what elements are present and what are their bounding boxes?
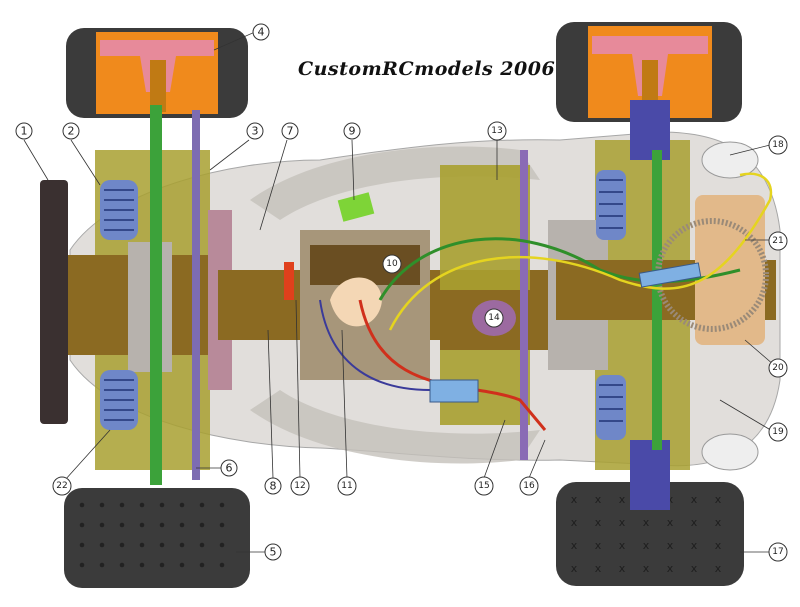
svg-text:x: x <box>595 562 602 575</box>
svg-text:5: 5 <box>270 546 277 559</box>
svg-text:x: x <box>595 493 602 506</box>
callout-17: 17 <box>768 542 788 562</box>
front-bumper <box>40 180 68 424</box>
svg-text:x: x <box>619 516 626 529</box>
svg-text:16: 16 <box>523 481 535 491</box>
callout-16: 16 <box>519 476 539 496</box>
svg-text:x: x <box>595 539 602 552</box>
svg-text:x: x <box>691 562 698 575</box>
blue-connector <box>429 379 479 403</box>
battery-pack <box>440 150 550 460</box>
svg-text:x: x <box>715 562 722 575</box>
svg-text:21: 21 <box>772 236 783 246</box>
callout-2: 2 <box>62 122 80 140</box>
svg-text:x: x <box>595 516 602 529</box>
callouts: 1 2 3 4 5 6 7 8 9 10 11 12 13 14 15 16 1… <box>15 23 788 562</box>
svg-text:x: x <box>619 493 626 506</box>
svg-text:x: x <box>667 493 674 506</box>
svg-text:x: x <box>571 539 578 552</box>
rear-upper-spring <box>596 170 626 240</box>
svg-text:4: 4 <box>258 26 265 39</box>
callout-22: 22 <box>52 476 72 496</box>
svg-text:1: 1 <box>21 125 28 138</box>
callout-14: 14 <box>484 308 504 328</box>
svg-text:x: x <box>691 516 698 529</box>
callout-20: 20 <box>768 358 788 378</box>
svg-text:x: x <box>643 539 650 552</box>
callout-21: 21 <box>768 231 788 251</box>
callout-5: 5 <box>264 543 282 561</box>
front-left-wheel-bottom <box>64 488 250 588</box>
svg-text:x: x <box>619 562 626 575</box>
svg-text:x: x <box>715 539 722 552</box>
svg-text:x: x <box>571 516 578 529</box>
svg-text:x: x <box>643 516 650 529</box>
watermark-text: CustomRCmodels 2006 <box>298 58 556 80</box>
svg-text:x: x <box>571 562 578 575</box>
callout-18: 18 <box>768 135 788 155</box>
svg-text:8: 8 <box>270 480 277 493</box>
svg-text:x: x <box>691 493 698 506</box>
svg-text:11: 11 <box>341 481 352 491</box>
callout-7: 7 <box>281 122 299 140</box>
svg-text:15: 15 <box>478 481 489 491</box>
callout-9: 9 <box>343 122 361 140</box>
svg-text:x: x <box>667 562 674 575</box>
svg-text:x: x <box>619 539 626 552</box>
svg-text:22: 22 <box>56 481 67 491</box>
callout-10: 10 <box>382 254 402 274</box>
svg-text:17: 17 <box>772 547 783 557</box>
svg-text:x: x <box>667 539 674 552</box>
svg-text:20: 20 <box>772 363 784 373</box>
wiring <box>319 172 773 431</box>
svg-text:x: x <box>715 493 722 506</box>
svg-text:6: 6 <box>226 462 233 475</box>
svg-text:x: x <box>571 493 578 506</box>
svg-text:10: 10 <box>386 259 398 269</box>
svg-text:x: x <box>691 539 698 552</box>
callout-12: 12 <box>290 476 310 496</box>
callout-11: 11 <box>337 476 357 496</box>
svg-text:19: 19 <box>772 427 784 437</box>
callout-8: 8 <box>264 477 282 495</box>
callout-13: 13 <box>487 121 507 141</box>
leader-lines <box>23 31 775 553</box>
svg-text:12: 12 <box>294 481 305 491</box>
front-upper-spring <box>100 180 138 240</box>
svg-text:9: 9 <box>349 125 356 138</box>
svg-text:3: 3 <box>252 125 259 138</box>
callout-1: 1 <box>15 122 33 140</box>
callout-19: 19 <box>768 422 788 442</box>
callout-15: 15 <box>474 476 494 496</box>
callout-6: 6 <box>220 459 238 477</box>
svg-text:x: x <box>643 562 650 575</box>
front-lower-spring <box>100 370 138 430</box>
svg-text:13: 13 <box>491 126 502 136</box>
svg-text:2: 2 <box>68 125 75 138</box>
rear-blue-connector <box>638 262 702 288</box>
svg-text:x: x <box>715 516 722 529</box>
svg-text:x: x <box>667 516 674 529</box>
callout-3: 3 <box>246 122 264 140</box>
svg-text:18: 18 <box>772 140 784 150</box>
front-suspension <box>68 105 232 485</box>
svg-text:7: 7 <box>287 125 294 138</box>
front-left-wheel-top <box>66 28 248 118</box>
rear-lower-spring <box>596 375 626 440</box>
callout-4: 4 <box>252 23 270 41</box>
svg-text:14: 14 <box>488 313 500 323</box>
